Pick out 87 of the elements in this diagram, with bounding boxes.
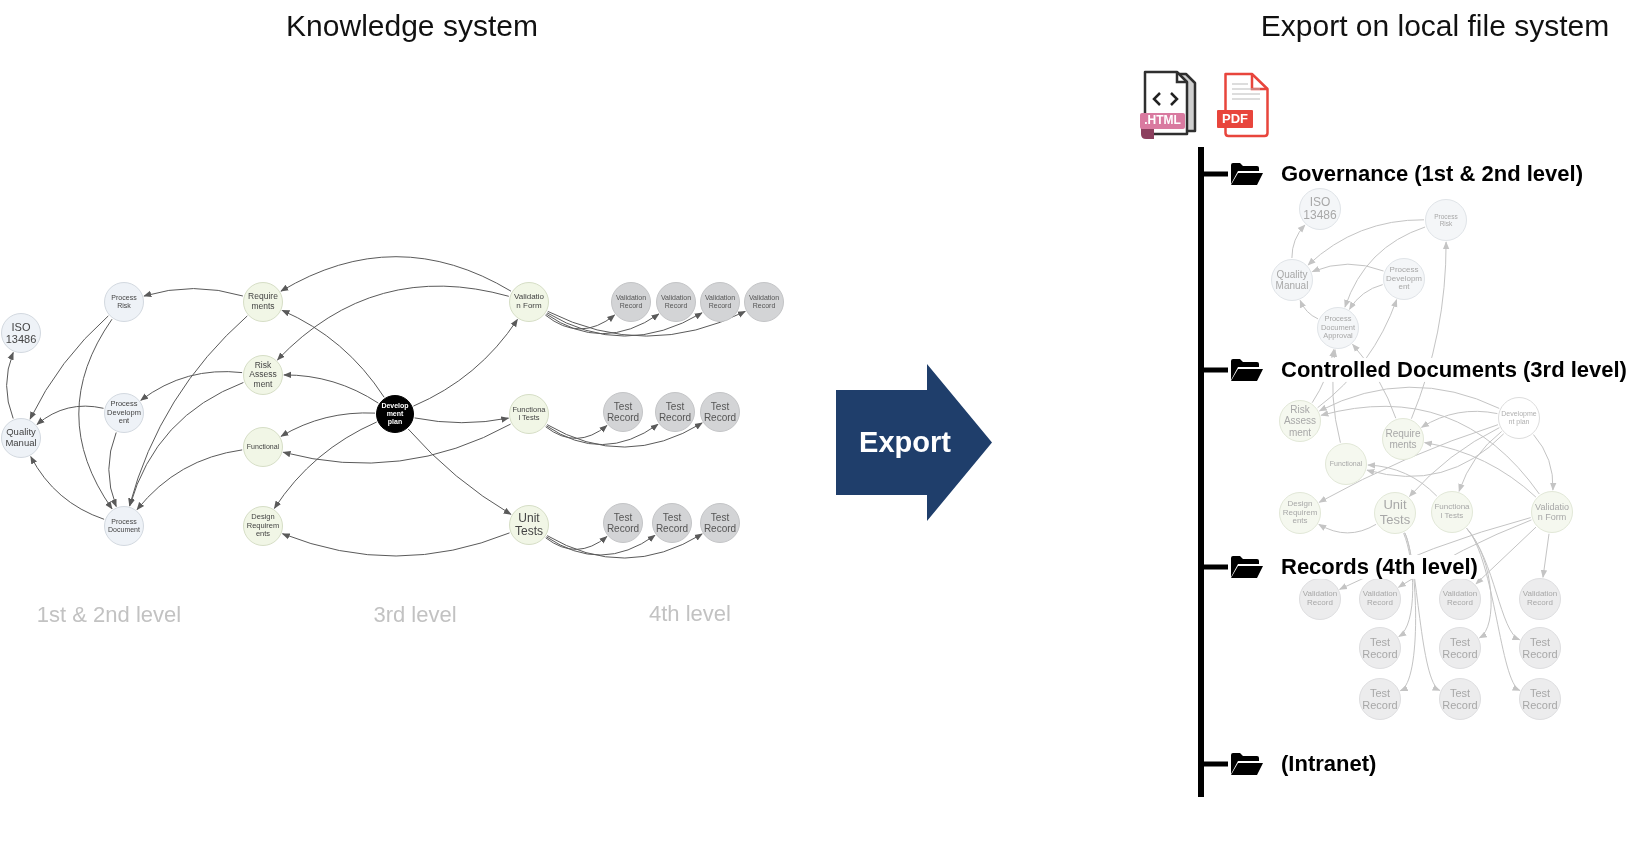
- node-circle: Test Record: [603, 392, 643, 432]
- column-label: 1st & 2nd level: [36, 602, 182, 628]
- arrow: [129, 382, 244, 507]
- arrow: [1318, 424, 1499, 503]
- arrow: [1318, 523, 1377, 534]
- arrow: [78, 318, 113, 510]
- node-circle: Test Record: [1519, 678, 1561, 720]
- arrow: [136, 449, 243, 511]
- arrow: [283, 371, 379, 404]
- column-label: 3rd level: [373, 602, 457, 628]
- arrow: [1366, 433, 1505, 477]
- arrow: [546, 312, 703, 337]
- node-circle: Functional Tests: [1431, 491, 1473, 533]
- panel-title: Knowledge system: [286, 8, 538, 42]
- arrow: [1533, 434, 1557, 491]
- node-circle: Risk Assessment: [1279, 400, 1321, 442]
- node-circle: ISO 13486: [1299, 188, 1341, 230]
- folder-heading: Records (4th level): [1279, 554, 1480, 580]
- arrow: [281, 532, 510, 557]
- arrow: [282, 423, 512, 464]
- arrow: [1420, 410, 1498, 428]
- arrow: [30, 455, 105, 520]
- arrow: [140, 371, 243, 401]
- file-type-tag: .HTML: [1140, 113, 1185, 129]
- arrow: [1307, 219, 1425, 266]
- arrow: [1408, 427, 1500, 498]
- node-circle: Test Record: [1359, 678, 1401, 720]
- node-circle: Test Record: [655, 392, 695, 432]
- node-circle: Test Record: [700, 392, 740, 432]
- node-circle: Risk Assessment: [243, 355, 283, 395]
- arrow: [1423, 440, 1537, 498]
- arrow: [276, 285, 510, 361]
- folder-heading: Controlled Documents (3rd level): [1279, 357, 1629, 383]
- arrow: [1475, 526, 1537, 585]
- node-circle: Validation Form: [509, 282, 549, 322]
- node-circle: Requirements: [1382, 418, 1424, 460]
- arrow: [546, 422, 703, 448]
- file-type-tag: PDF: [1217, 110, 1253, 128]
- arrow: [36, 405, 104, 425]
- arrow: [1540, 533, 1550, 578]
- arrow: [1349, 284, 1384, 310]
- arrow: [547, 310, 746, 337]
- arrow: [6, 351, 14, 419]
- arrow: [545, 425, 608, 439]
- node-circle: Test Record: [1519, 627, 1561, 669]
- node-circle: Process Development: [1383, 258, 1425, 300]
- node-circle: Test Record: [1359, 627, 1401, 669]
- arrow: [545, 536, 608, 550]
- node-circle: Test Record: [603, 503, 643, 543]
- node-circle: Unit Tests: [509, 505, 549, 545]
- arrow: [1458, 431, 1503, 492]
- arrow: [1344, 226, 1426, 308]
- node-circle: Unit Tests: [1374, 492, 1416, 534]
- node-circle: Quality Manual: [1, 418, 41, 458]
- node-circle: Quality Manual: [1271, 259, 1313, 301]
- arrow: [414, 416, 510, 424]
- arrow: [1291, 224, 1306, 259]
- arrow: [412, 318, 518, 407]
- arrow: [143, 288, 244, 298]
- arrow: [544, 314, 616, 330]
- arrow: [108, 432, 117, 508]
- column-label: 4th level: [649, 601, 731, 627]
- arrow: [273, 421, 378, 510]
- arrow: [1466, 527, 1521, 691]
- arrow: [1299, 299, 1319, 320]
- arrow: [1318, 386, 1500, 412]
- arrow: [545, 534, 656, 556]
- node-circle: Test Record: [1439, 678, 1481, 720]
- arrow: [545, 313, 660, 335]
- node-circle: Test Record: [700, 503, 740, 543]
- arrow: [281, 309, 385, 398]
- arrow: [1367, 462, 1438, 497]
- panel-title: Export on local file system: [1260, 8, 1610, 42]
- arrow: [546, 533, 703, 559]
- node-circle: Test Record: [652, 503, 692, 543]
- arrow: [1311, 263, 1384, 273]
- arrow: [280, 256, 512, 292]
- arrow: [407, 428, 512, 515]
- block-arrow: Export: [836, 364, 992, 521]
- arrow: [29, 315, 109, 420]
- node-circle: Requirements: [243, 282, 283, 322]
- node-circle: ISO 13486: [1, 313, 41, 353]
- node-circle: Design Requirements: [1279, 492, 1321, 534]
- node-circle: Test Record: [1439, 627, 1481, 669]
- arrow: [280, 412, 376, 437]
- arrow: [1320, 405, 1540, 495]
- arrow: [545, 423, 659, 446]
